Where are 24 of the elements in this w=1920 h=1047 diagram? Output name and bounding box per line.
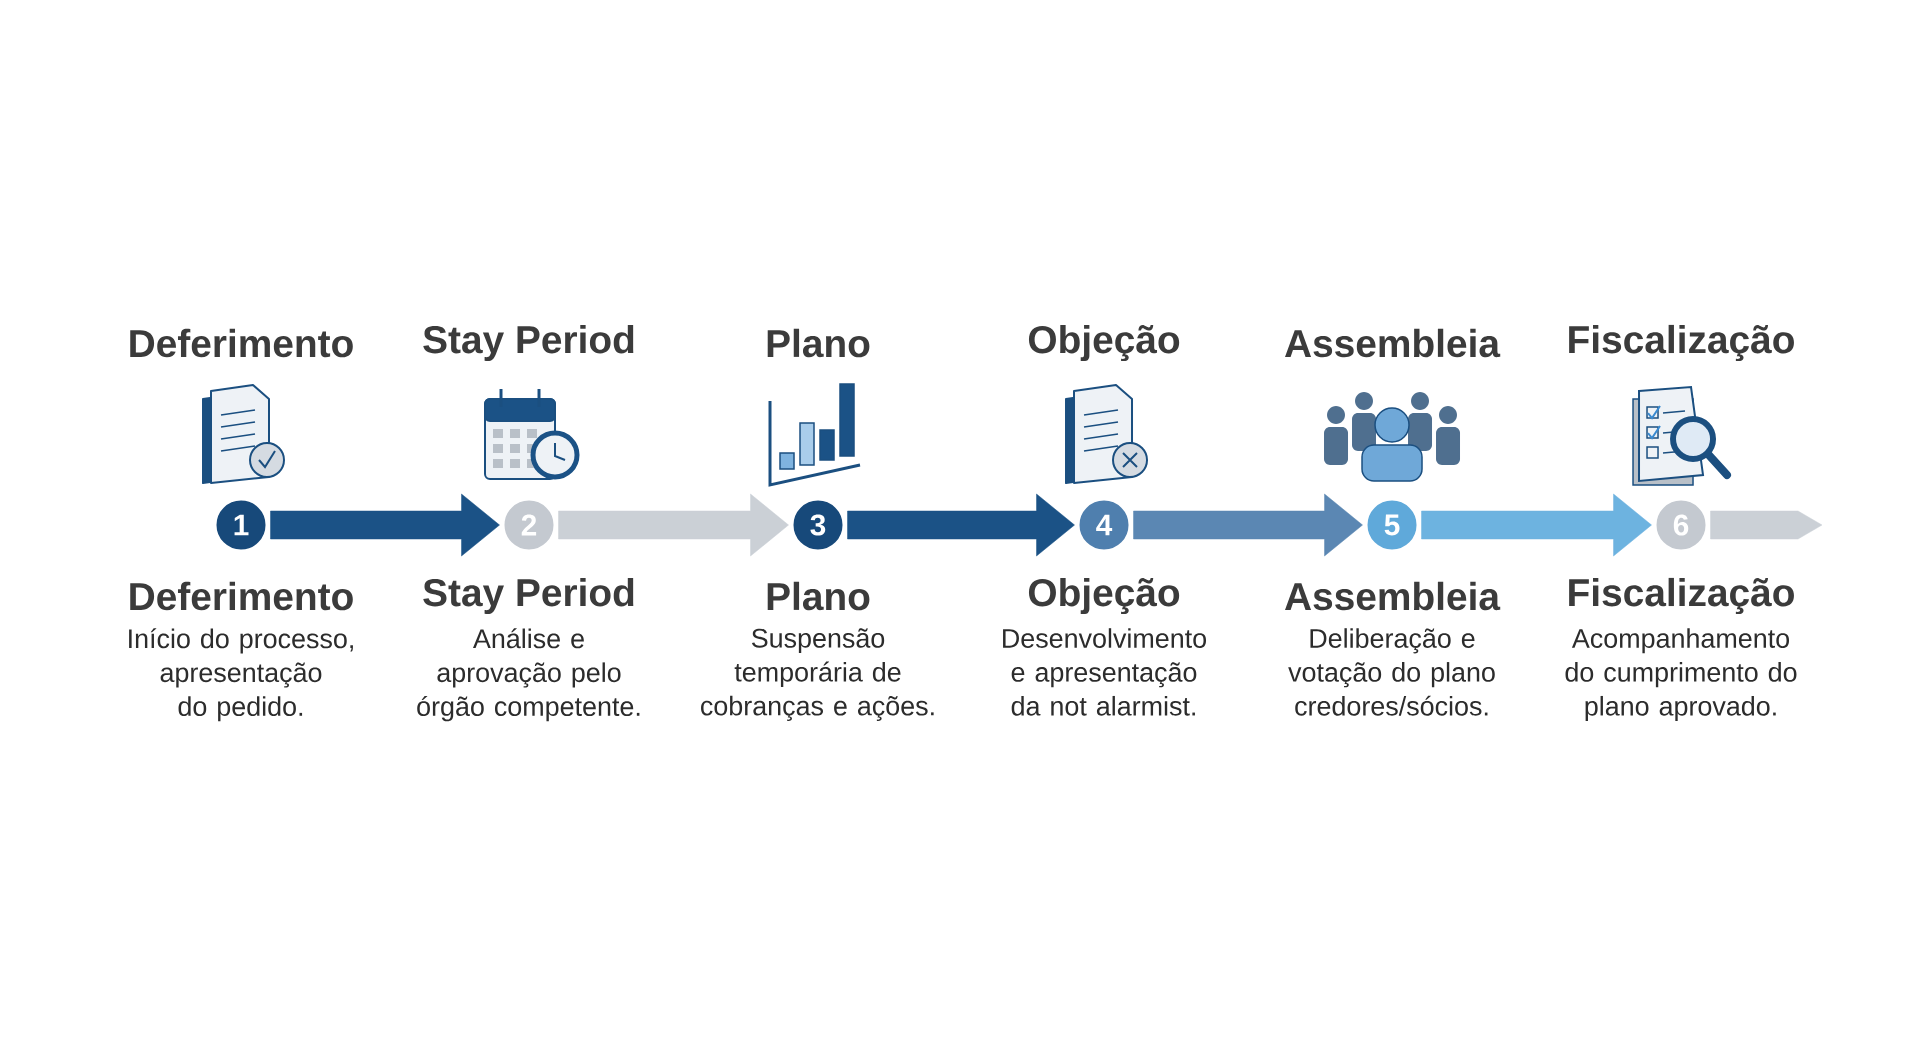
step-title: Assembleia: [1285, 581, 1501, 611]
step-title: Deferimento: [130, 581, 353, 611]
step-title: Assembleia: [1285, 328, 1501, 358]
arrow: [1710, 510, 1823, 540]
step-title: Objeção: [1028, 577, 1180, 615]
step-description: Suspensão temporária de cobranças e ações.: [701, 628, 934, 721]
arrow: [270, 493, 500, 557]
step-title: Stay Period: [423, 577, 634, 615]
step-title: Objeção: [1028, 324, 1180, 362]
step-title: Plano: [767, 328, 870, 358]
step-description: Análise e aprovação pelo órgão competente.: [417, 628, 640, 722]
step-title: Stay Period: [423, 324, 634, 362]
arrow: [1421, 493, 1652, 557]
arrow: [558, 493, 789, 557]
step-description: Deliberação e votação do plano credores/sócios.: [1288, 628, 1495, 716]
step-title: Plano: [767, 581, 870, 611]
step-title: Fiscalização: [1569, 324, 1794, 362]
arrow: [1133, 493, 1363, 557]
arrow: [847, 493, 1075, 557]
step-title: Fiscalização: [1569, 577, 1794, 615]
step-description: Início do processo, apresentação do pedido.: [129, 628, 353, 722]
step-title: Deferimento: [130, 328, 353, 358]
step-description: Desenvolvimento e apresentação da not alarmist.: [1003, 628, 1206, 716]
step-description: Acompanhamento do cumprimento do plano aprovado.: [1565, 628, 1797, 722]
